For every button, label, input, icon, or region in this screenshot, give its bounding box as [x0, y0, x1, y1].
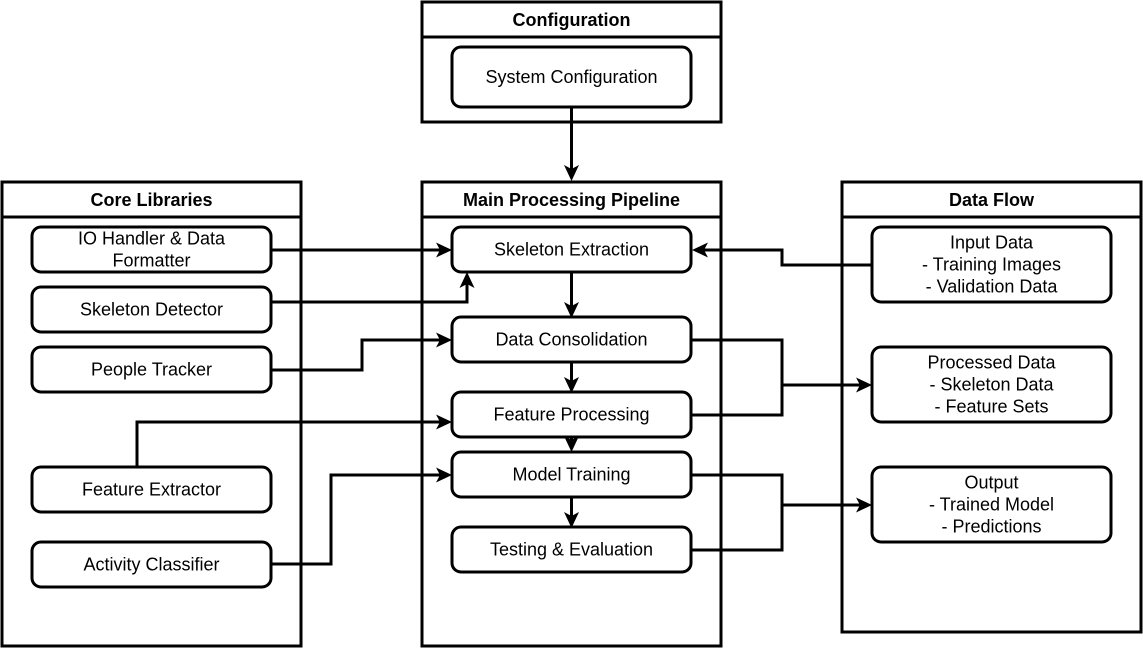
arrowhead	[436, 467, 452, 483]
node-system-config: System Configuration	[450, 45, 693, 109]
node-box	[450, 45, 693, 109]
arrowhead	[436, 242, 452, 258]
node-box	[30, 285, 273, 334]
node-label: Data Consolidation	[495, 330, 647, 350]
edge-input-data-to-skeleton-extraction	[702, 248, 872, 267]
node-label: Input Data	[950, 233, 1034, 253]
edge-activity-classifier-to-model-training	[271, 473, 442, 566]
edge-model-training-to-output	[692, 473, 862, 507]
node-feature-processing: Feature Processing	[450, 390, 693, 439]
node-skeleton-detector: Skeleton Detector	[30, 285, 273, 334]
node-label: Processed Data	[927, 353, 1056, 373]
arrowhead	[436, 414, 452, 430]
node-box	[450, 450, 693, 499]
node-label: People Tracker	[91, 360, 212, 380]
edge-feature-processing-to-processed-data	[692, 385, 784, 417]
arrowhead	[459, 272, 475, 288]
arrowhead	[436, 332, 452, 348]
container-title-data-flow: Data Flow	[949, 190, 1035, 210]
node-label: - Training Images	[922, 255, 1061, 275]
node-label: Feature Processing	[493, 405, 649, 425]
node-label: Formatter	[112, 251, 190, 271]
node-box	[30, 465, 273, 514]
node-feature-extractor: Feature Extractor	[30, 465, 273, 514]
arrowhead	[564, 436, 579, 452]
node-box	[870, 225, 1113, 304]
node-box	[450, 225, 693, 274]
node-label: - Validation Data	[926, 277, 1059, 297]
node-label: - Feature Sets	[934, 397, 1048, 417]
node-box	[30, 225, 273, 274]
arrowhead	[856, 377, 872, 393]
node-box	[30, 345, 273, 394]
node-label: Testing & Evaluation	[490, 540, 653, 560]
node-label: Activity Classifier	[83, 555, 219, 575]
edges	[135, 107, 872, 566]
node-label: Skeleton Extraction	[494, 240, 649, 260]
node-data-consolidation: Data Consolidation	[450, 315, 693, 364]
node-label: - Skeleton Data	[929, 375, 1054, 395]
node-box	[450, 315, 693, 364]
edge-feature-extractor-to-feature-processing	[135, 420, 442, 467]
node-people-tracker: People Tracker	[30, 345, 273, 394]
edge-testing-evaluation-to-output	[692, 505, 784, 552]
node-testing-evaluation: Testing & Evaluation	[450, 525, 693, 574]
container-title-core-libraries: Core Libraries	[90, 190, 212, 210]
node-output: Output- Trained Model- Predictions	[870, 465, 1113, 544]
edge-data-consolidation-to-processed-data	[692, 338, 862, 387]
arrowhead	[564, 165, 579, 181]
node-skeleton-extraction: Skeleton Extraction	[450, 225, 693, 274]
node-label: Output	[964, 473, 1018, 493]
node-processed-data: Processed Data- Skeleton Data- Feature S…	[870, 345, 1113, 424]
node-label: IO Handler & Data	[78, 229, 226, 249]
edge-people-tracker-to-data-consolidation	[271, 338, 442, 372]
arrowhead	[564, 512, 579, 528]
node-box	[870, 345, 1113, 424]
node-box	[870, 465, 1113, 544]
node-box	[450, 525, 693, 574]
node-input-data: Input Data- Training Images- Validation …	[870, 225, 1113, 304]
node-model-training: Model Training	[450, 450, 693, 499]
node-box	[450, 390, 693, 439]
node-label: Feature Extractor	[82, 480, 221, 500]
edge-skeleton-detector-to-skeleton-extraction	[271, 283, 469, 304]
arrowhead	[564, 377, 579, 393]
container-title-configuration: Configuration	[513, 10, 631, 30]
node-label: Model Training	[512, 465, 630, 485]
node-label: - Trained Model	[929, 495, 1054, 515]
arrowhead	[564, 302, 579, 318]
arrowhead	[856, 497, 872, 513]
container-title-pipeline: Main Processing Pipeline	[463, 190, 680, 210]
node-label: - Predictions	[941, 517, 1041, 537]
node-label: System Configuration	[485, 67, 657, 87]
node-activity-classifier: Activity Classifier	[30, 540, 273, 589]
arrowhead	[692, 242, 708, 258]
node-label: Skeleton Detector	[80, 300, 223, 320]
node-box	[30, 540, 273, 589]
